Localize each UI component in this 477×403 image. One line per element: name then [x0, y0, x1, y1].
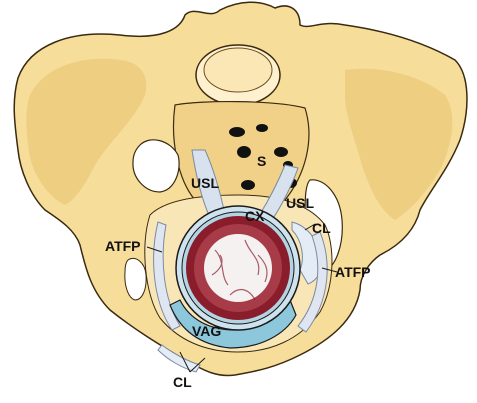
label-atfp-left: ATFP [105, 238, 141, 254]
left-lower-foramen [125, 258, 146, 300]
label-cl-bottom: CL [173, 374, 192, 390]
label-cl-right: CL [312, 220, 331, 236]
label-usl-right: USL [286, 195, 314, 211]
vertebral-body-top [204, 48, 272, 92]
label-s: S [257, 153, 266, 169]
cervix-core [204, 234, 272, 302]
label-atfp-right: ATFP [335, 264, 371, 280]
label-cx: CX [245, 208, 265, 224]
label-usl-left: USL [191, 175, 219, 191]
label-vag: VAG [192, 323, 221, 339]
